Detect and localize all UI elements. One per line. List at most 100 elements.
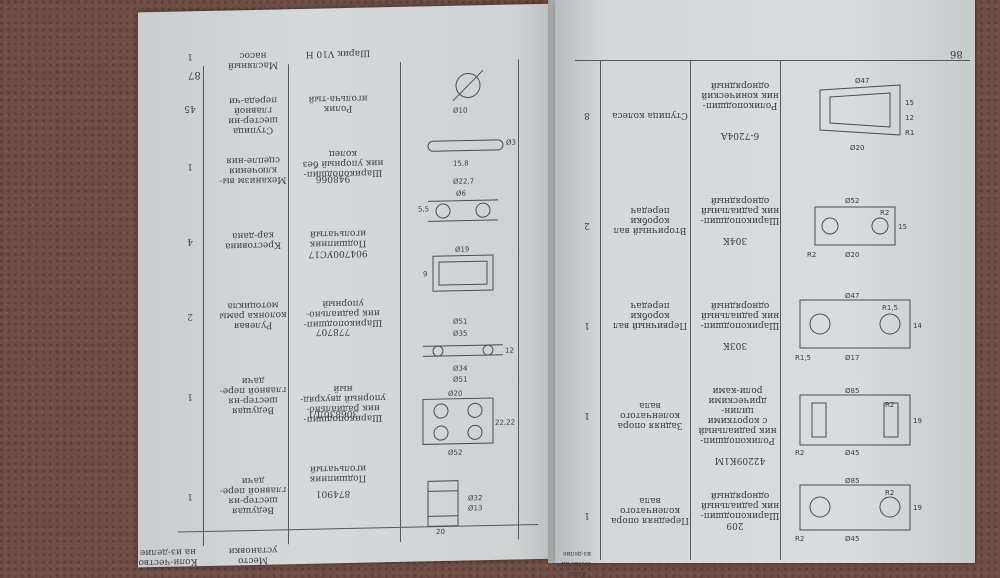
dim-label: Ø51 (453, 317, 467, 325)
row-qty: 1 (187, 491, 193, 502)
dim-label: R2 (885, 401, 894, 409)
dim-label: Ø52 (845, 197, 859, 205)
bearing-drawing-874901: Ø32 Ø13 20 (427, 480, 482, 536)
dim-label: R2 (795, 535, 804, 543)
dim-label: Ø34 (453, 364, 468, 372)
row-code: 42209К1М (714, 455, 766, 465)
dim-label: R1 (905, 129, 914, 137)
dim-label: 14 (913, 322, 922, 330)
row-name: Шарикоподшип-ник радиально-упорный двухр… (300, 382, 386, 424)
ball-drawing: Ø10 (452, 69, 484, 115)
dim-label: Ø20 (448, 390, 462, 398)
dim-label: Ø85 (845, 477, 859, 485)
dim-label: Ø35 (453, 329, 467, 337)
table-rule (400, 61, 401, 542)
dim-label: Ø52 (448, 449, 462, 457)
table-rule (690, 60, 691, 560)
dim-label: 15,8 (453, 159, 469, 167)
dim-label: Ø17 (845, 354, 859, 362)
row-qty: 1 (584, 320, 590, 330)
row-qty: 45 (184, 103, 196, 114)
row-qty: 1 (187, 51, 193, 62)
row-place: Ведущая шестер-ня главной пере-дачи (219, 474, 287, 516)
bearing-drawing-209: Ø85 R2 Ø45 R2 19 (795, 477, 922, 543)
row-qty: 8 (584, 110, 590, 120)
dim-label: Ø51 (453, 375, 467, 383)
row-place: Крестовина кар-дана (225, 229, 281, 251)
dim-label: 22,22 (495, 419, 515, 427)
bearing-drawing-948066: Ø22,7 Ø6 5,5 (418, 177, 498, 222)
row-place: Первичный вал коробки передач (612, 300, 688, 330)
row-place: Вторичный вал коробки передач (613, 205, 687, 235)
dim-label: Ø20 (845, 251, 859, 259)
dim-label: Ø22,7 (453, 177, 474, 185)
bearing-drawing-778707: Ø51 Ø35 Ø34 Ø51 12 (423, 317, 514, 384)
dim-label: 19 (913, 504, 922, 512)
dim-label: 20 (436, 528, 445, 536)
dim-label: 5,5 (418, 205, 429, 213)
row-name: Шарикоподшип-ник радиальный однорядный (700, 490, 780, 520)
header-cell-qty: Коли-чество на из-делие (138, 546, 198, 568)
row-qty: 1 (187, 391, 193, 402)
right-page: 86 Коли-чество на из-делие 1 Передняя оп… (555, 0, 975, 577)
bearing-drawing-306830: Ø20 Ø52 22,22 (422, 390, 515, 457)
dim-label: 12 (905, 114, 914, 122)
dim-label: R1,5 (795, 354, 811, 362)
left-page-number: 87 (188, 69, 201, 81)
row-name: Подшипник игольчатый (309, 462, 367, 484)
row-name: Шарикоподшип-ник упорный без колец (302, 147, 384, 179)
dim-label: Ø85 (845, 387, 859, 395)
row-name: Шарикоподшип-ник радиальный однорядный (700, 300, 780, 330)
row-place: Передняя опора коленчатого вала (611, 495, 689, 525)
row-code: 874901 (315, 487, 351, 499)
dim-label: Ø20 (850, 144, 864, 152)
dim-label: Ø47 (845, 292, 859, 300)
dim-label: Ø10 (453, 106, 467, 114)
dim-label: 9 (423, 270, 427, 278)
header-cell-place: Место установки (228, 544, 278, 566)
dim-label: R1,5 (882, 304, 898, 312)
left-page: 87 Коли-чество на из-делие Место установ… (138, 3, 558, 568)
dim-label: 19 (913, 417, 922, 425)
table-rule (780, 60, 781, 560)
table-rule (203, 66, 204, 547)
bearing-drawing-7204: Ø47 Ø20 15 12 R1 (819, 77, 914, 152)
dim-label: Ø45 (845, 449, 859, 457)
row-name: Шарикоподшип-ник радиальный однорядный (700, 195, 780, 225)
row-qty: 1 (584, 410, 590, 420)
bearing-drawing-303: Ø47 R1,5 Ø17 R1,5 14 (795, 292, 922, 362)
row-qty: 4 (187, 236, 193, 247)
dim-label: Ø3 (506, 138, 516, 146)
row-code: 303К (722, 340, 748, 350)
dim-label: Ø32 (468, 494, 482, 502)
row-code: 904700УС17 (308, 247, 368, 259)
dim-label: 15 (905, 99, 914, 107)
row-place: Ступица колеса (612, 110, 688, 120)
dim-label: Ø6 (456, 190, 467, 198)
row-name: Роликоподшип-ник радиальный с короткими … (698, 385, 777, 445)
dim-label: Ø45 (845, 535, 859, 543)
table-rule (600, 60, 601, 560)
row-name: Подшипник игольчатый (309, 227, 367, 249)
dim-label: R2 (885, 489, 894, 497)
row-code: 304К (722, 235, 748, 245)
row-code: 209 (726, 520, 744, 530)
row-qty: 1 (584, 510, 590, 520)
row-code: 6-7204А (720, 130, 760, 140)
row-place: Механизм вы-ключения сцепле-ния (219, 154, 287, 186)
dim-label: R2 (880, 209, 889, 217)
row-place: Масляный насос (227, 49, 279, 71)
row-name: Шарикоподшип-ник радиально-упорный (303, 297, 383, 329)
row-qty: 2 (187, 311, 193, 322)
row-place: Ступица шестер-ни главной переда-чи (228, 94, 278, 136)
table-rule (518, 59, 519, 540)
row-qty: 2 (584, 220, 590, 230)
row-qty: 1 (187, 161, 193, 172)
bearing-drawing-42209: Ø85 R2 Ø45 R2 19 (795, 387, 922, 457)
dim-label: R2 (795, 449, 804, 457)
row-name: Шарик V10 H (305, 47, 371, 59)
bearing-drawing-304: Ø52 R2 Ø20 R2 15 (807, 197, 907, 259)
row-place: Рулевая колонка рамы мотоцикла (219, 299, 287, 331)
row-place: Ведущая шестер-ня главной пере-дачи (219, 374, 287, 416)
dim-label: Ø47 (855, 77, 869, 85)
